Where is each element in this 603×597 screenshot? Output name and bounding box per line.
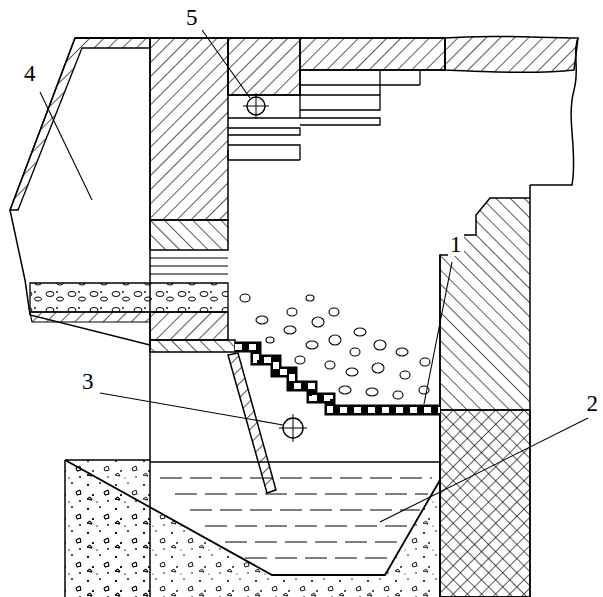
callout-number: 4	[22, 62, 38, 85]
callout-number: 2	[585, 392, 601, 415]
callout-number: 3	[80, 370, 96, 393]
callout-number: 5	[184, 6, 200, 29]
callout-number: 1	[448, 233, 464, 256]
